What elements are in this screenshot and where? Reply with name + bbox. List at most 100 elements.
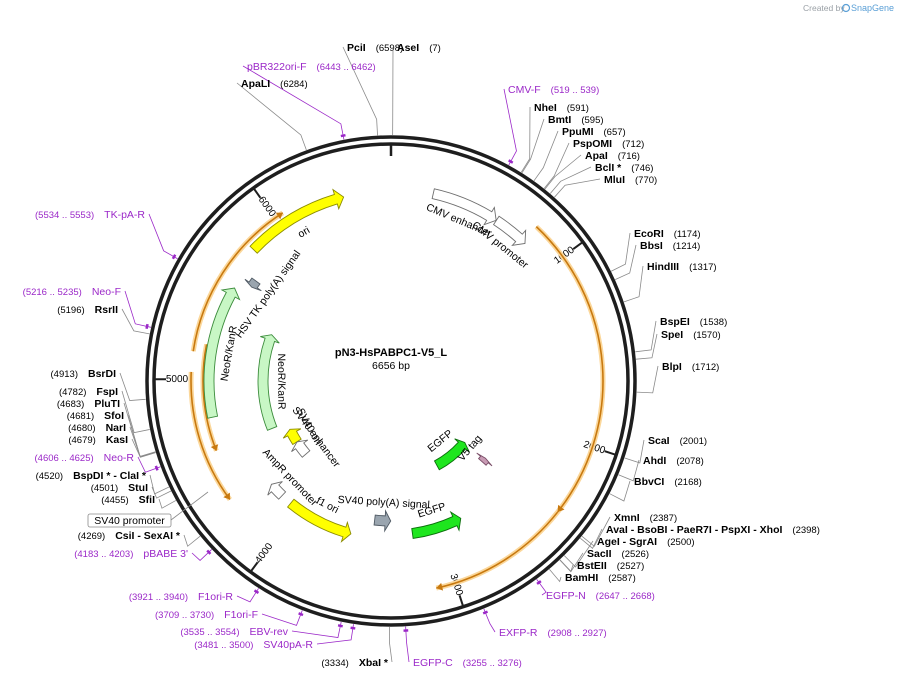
- callout-text: AvaI - BsoBI - PaeR7I - PspXI - XhoI(239…: [606, 524, 820, 536]
- callout-leader: [137, 456, 161, 473]
- callout-text: (5196) RsrII: [57, 304, 118, 316]
- feature-label-neor-kanr: NeoR/KanR: [275, 353, 287, 410]
- primer-neo-f: (5216 .. 5235) Neo-F: [23, 286, 152, 330]
- callout-position: (2908 .. 2927): [548, 628, 607, 639]
- callout-position: (770): [635, 175, 657, 186]
- callout-leader: [291, 621, 342, 639]
- callout-name: Neo-R: [104, 452, 135, 464]
- site-pluti: (4683)PluTI: [57, 398, 156, 457]
- feature-f1-ori: [286, 498, 352, 543]
- site-pspomi: PspOMI(712): [543, 138, 644, 189]
- callout-leader: [543, 142, 570, 189]
- callout-position: (5196): [57, 305, 84, 316]
- callout-name: pBABE 3': [143, 548, 188, 560]
- callout-text: (4520)BspDI * - ClaI *: [36, 470, 147, 482]
- callout-name: ApaI: [585, 150, 608, 162]
- feature-sv40-ori: [282, 428, 302, 446]
- primer-ebv-rev: (3535 .. 3554)EBV-rev: [180, 621, 343, 639]
- callout-text: BspEI(1538): [660, 316, 727, 328]
- feature-sv40-enhancer: [291, 439, 311, 458]
- callout-leader: [610, 232, 631, 272]
- callout-leader: [236, 82, 307, 151]
- tick-label: 5000: [166, 374, 189, 385]
- callout-position: (6284): [280, 79, 307, 90]
- feature-egfp: [411, 510, 462, 539]
- callout-leader: [183, 534, 201, 547]
- site-ecori: EcoRI(1174): [610, 228, 701, 272]
- callout-name: HindIII: [647, 261, 679, 273]
- feature-cmv-enhancer: [431, 188, 497, 226]
- callout-name: ApaLI: [241, 78, 270, 90]
- callout-position: (2587): [608, 573, 635, 584]
- callout-name: PspOMI: [573, 138, 612, 150]
- callout-leader: [236, 588, 259, 603]
- callout-leader: [521, 118, 545, 174]
- callout-text: SacII (2526): [587, 548, 649, 560]
- site-rsrii: (5196) RsrII: [57, 304, 150, 335]
- callout-text: (5216 .. 5235) Neo-F: [23, 286, 121, 298]
- callout-position: (2387): [650, 513, 677, 524]
- callout-text: BbsI(1214): [640, 240, 700, 252]
- site-avai-bsobi-paer7i-pspxi-xhoi: AvaI - BsoBI - PaeR7I - PspXI - XhoI(239…: [580, 524, 820, 549]
- callout-text: (5534 .. 5553)TK-pA-R: [35, 209, 145, 221]
- callout-position: (6598): [376, 43, 403, 54]
- callout-name: RsrII: [95, 304, 118, 316]
- callout-leader: [148, 213, 178, 260]
- callout-name: F1ori-R: [198, 591, 233, 603]
- callout-position: (3481 .. 3500): [194, 640, 253, 651]
- orf-arrowhead: [223, 492, 230, 500]
- callout-leader: [581, 516, 611, 547]
- callout-leader: [191, 549, 212, 561]
- callout-text: BclI *(746): [595, 162, 653, 174]
- callout-position: (4606 .. 4625): [35, 453, 94, 464]
- feature-label-hsv-tk-poly-a-signal: HSV TK poly(A) signal: [233, 248, 303, 340]
- callout-position: (4679): [68, 435, 95, 446]
- callout-text: (3921 .. 3940) F1ori-R: [129, 591, 234, 603]
- primer-sv40pa-r: (3481 .. 3500)SV40pA-R: [194, 624, 356, 651]
- feature-v5-tag: [476, 452, 493, 467]
- tick-mark: [249, 561, 259, 573]
- primer-neo-r: (4606 .. 4625) Neo-R: [35, 452, 161, 473]
- feature-cmv-promoter: [492, 215, 527, 246]
- callout-name: AgeI - SgrAI: [597, 536, 657, 548]
- callout-text: MluI(770): [604, 174, 657, 186]
- callout-text: XmnI(2387): [614, 512, 677, 524]
- tick-mark: [458, 594, 465, 608]
- callout-name: CMV-F: [508, 84, 541, 96]
- callout-position: (2647 .. 2668): [596, 591, 655, 602]
- feature-label-ori: ori: [296, 224, 312, 240]
- callout-name: BlpI: [662, 361, 682, 373]
- sv40-promoter-box: [87, 513, 172, 528]
- callout-text: (4183 .. 4203)pBABE 3': [74, 548, 188, 560]
- callout-position: (3255 .. 3276): [463, 658, 522, 669]
- callout-name: SacII: [587, 548, 612, 560]
- callout-position: (5216 .. 5235): [23, 287, 82, 298]
- callout-position: (5534 .. 5553): [35, 210, 94, 221]
- callout-leader: [520, 106, 531, 173]
- callout-name: Neo-F: [92, 286, 121, 298]
- site-asei: AseI(7): [392, 42, 441, 136]
- callout-position: (2526): [622, 549, 649, 560]
- callout-name: SfiI: [139, 494, 155, 506]
- callout-text: EXFP-R(2908 .. 2927): [499, 627, 607, 639]
- callout-position: (2398): [792, 525, 819, 536]
- callout-text: EGFP-C (3255 .. 3276): [413, 657, 522, 669]
- callout-name: PpuMI: [562, 126, 594, 138]
- callout-leader: [544, 154, 582, 190]
- callout-name: EGFP-C: [413, 657, 453, 669]
- site-csii-sexai: (4269)CsiI - SexAI *: [78, 530, 201, 547]
- site-bamhi: BamHI(2587): [549, 568, 636, 584]
- callout-text: (4269)CsiI - SexAI *: [78, 530, 181, 542]
- site-bmti: BmtI(595): [521, 114, 604, 174]
- primer-egfp-c: EGFP-C (3255 .. 3276): [403, 626, 522, 669]
- sv40-promoter-text: SV40 promoter: [94, 515, 165, 527]
- callout-text: PspOMI(712): [573, 138, 644, 150]
- callout-position: (3921 .. 3940): [129, 592, 188, 603]
- orf-arc: [535, 226, 604, 513]
- callout-text: NheI(591): [534, 102, 589, 114]
- orf-arc: [202, 344, 218, 451]
- callout-text: (3709 .. 3730)F1ori-F: [155, 609, 258, 621]
- callout-position: (1174): [674, 229, 701, 240]
- callout-name: KasI: [106, 434, 128, 446]
